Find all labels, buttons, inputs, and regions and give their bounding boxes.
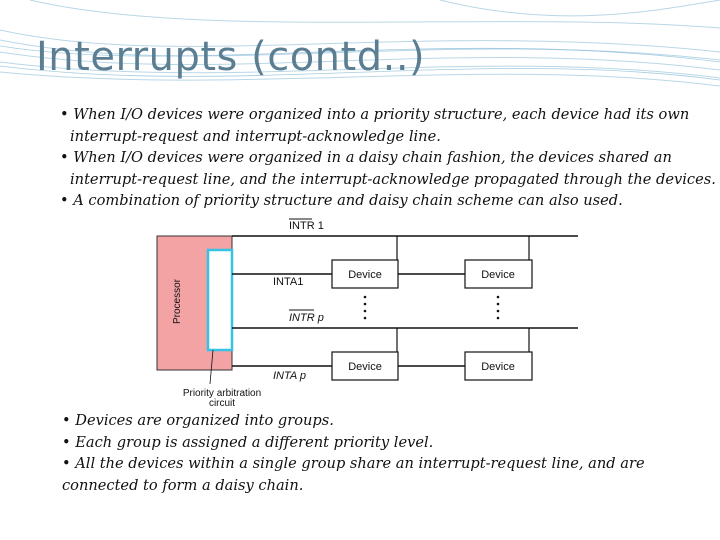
bullet-item: • A combination of priority structure an… (60, 192, 623, 209)
bullet-item: • All the devices within a single group … (62, 455, 645, 494)
top-bullet-list: • When I/O devices were organized into a… (52, 104, 720, 212)
device-label: Device (481, 269, 515, 281)
priority-arbitration-circuit (206, 248, 234, 352)
header-decoration (0, 0, 720, 87)
arbitration-label-line1: Priority arbitration (183, 388, 261, 399)
device-label: Device (348, 361, 382, 373)
bottom-bullet-list: • Devices are organized into groups. • E… (62, 410, 702, 496)
device-label: Device (348, 269, 382, 281)
bullet-item: • Devices are organized into groups. (62, 412, 334, 429)
device-box (464, 351, 533, 381)
device-box (331, 351, 399, 381)
arbitration-label-line2: circuit (209, 398, 235, 409)
intrp-label: INTR p (289, 312, 324, 324)
intap-label: INTA p (273, 370, 306, 382)
device-box (331, 259, 399, 289)
bullet-item: • Each group is assigned a different pri… (62, 433, 434, 451)
arbitration-pointer (209, 349, 214, 385)
slide-title: Interrupts (contd..) (36, 34, 426, 80)
device-label: Device (481, 361, 515, 373)
ellipsis-dots (363, 295, 500, 320)
processor-label: Processor (172, 278, 183, 324)
bullet-item: • When I/O devices were organized into a… (60, 106, 690, 145)
intr1-label: INTR 1 (289, 220, 324, 232)
device-box (464, 259, 533, 289)
bullet-item: • When I/O devices were organized in a d… (60, 149, 716, 188)
priority-daisy-chain-diagram: Processor INTR 1 INTA1 INTR p INTA p Dev… (156, 218, 578, 409)
inta1-label: INTA1 (273, 276, 303, 288)
